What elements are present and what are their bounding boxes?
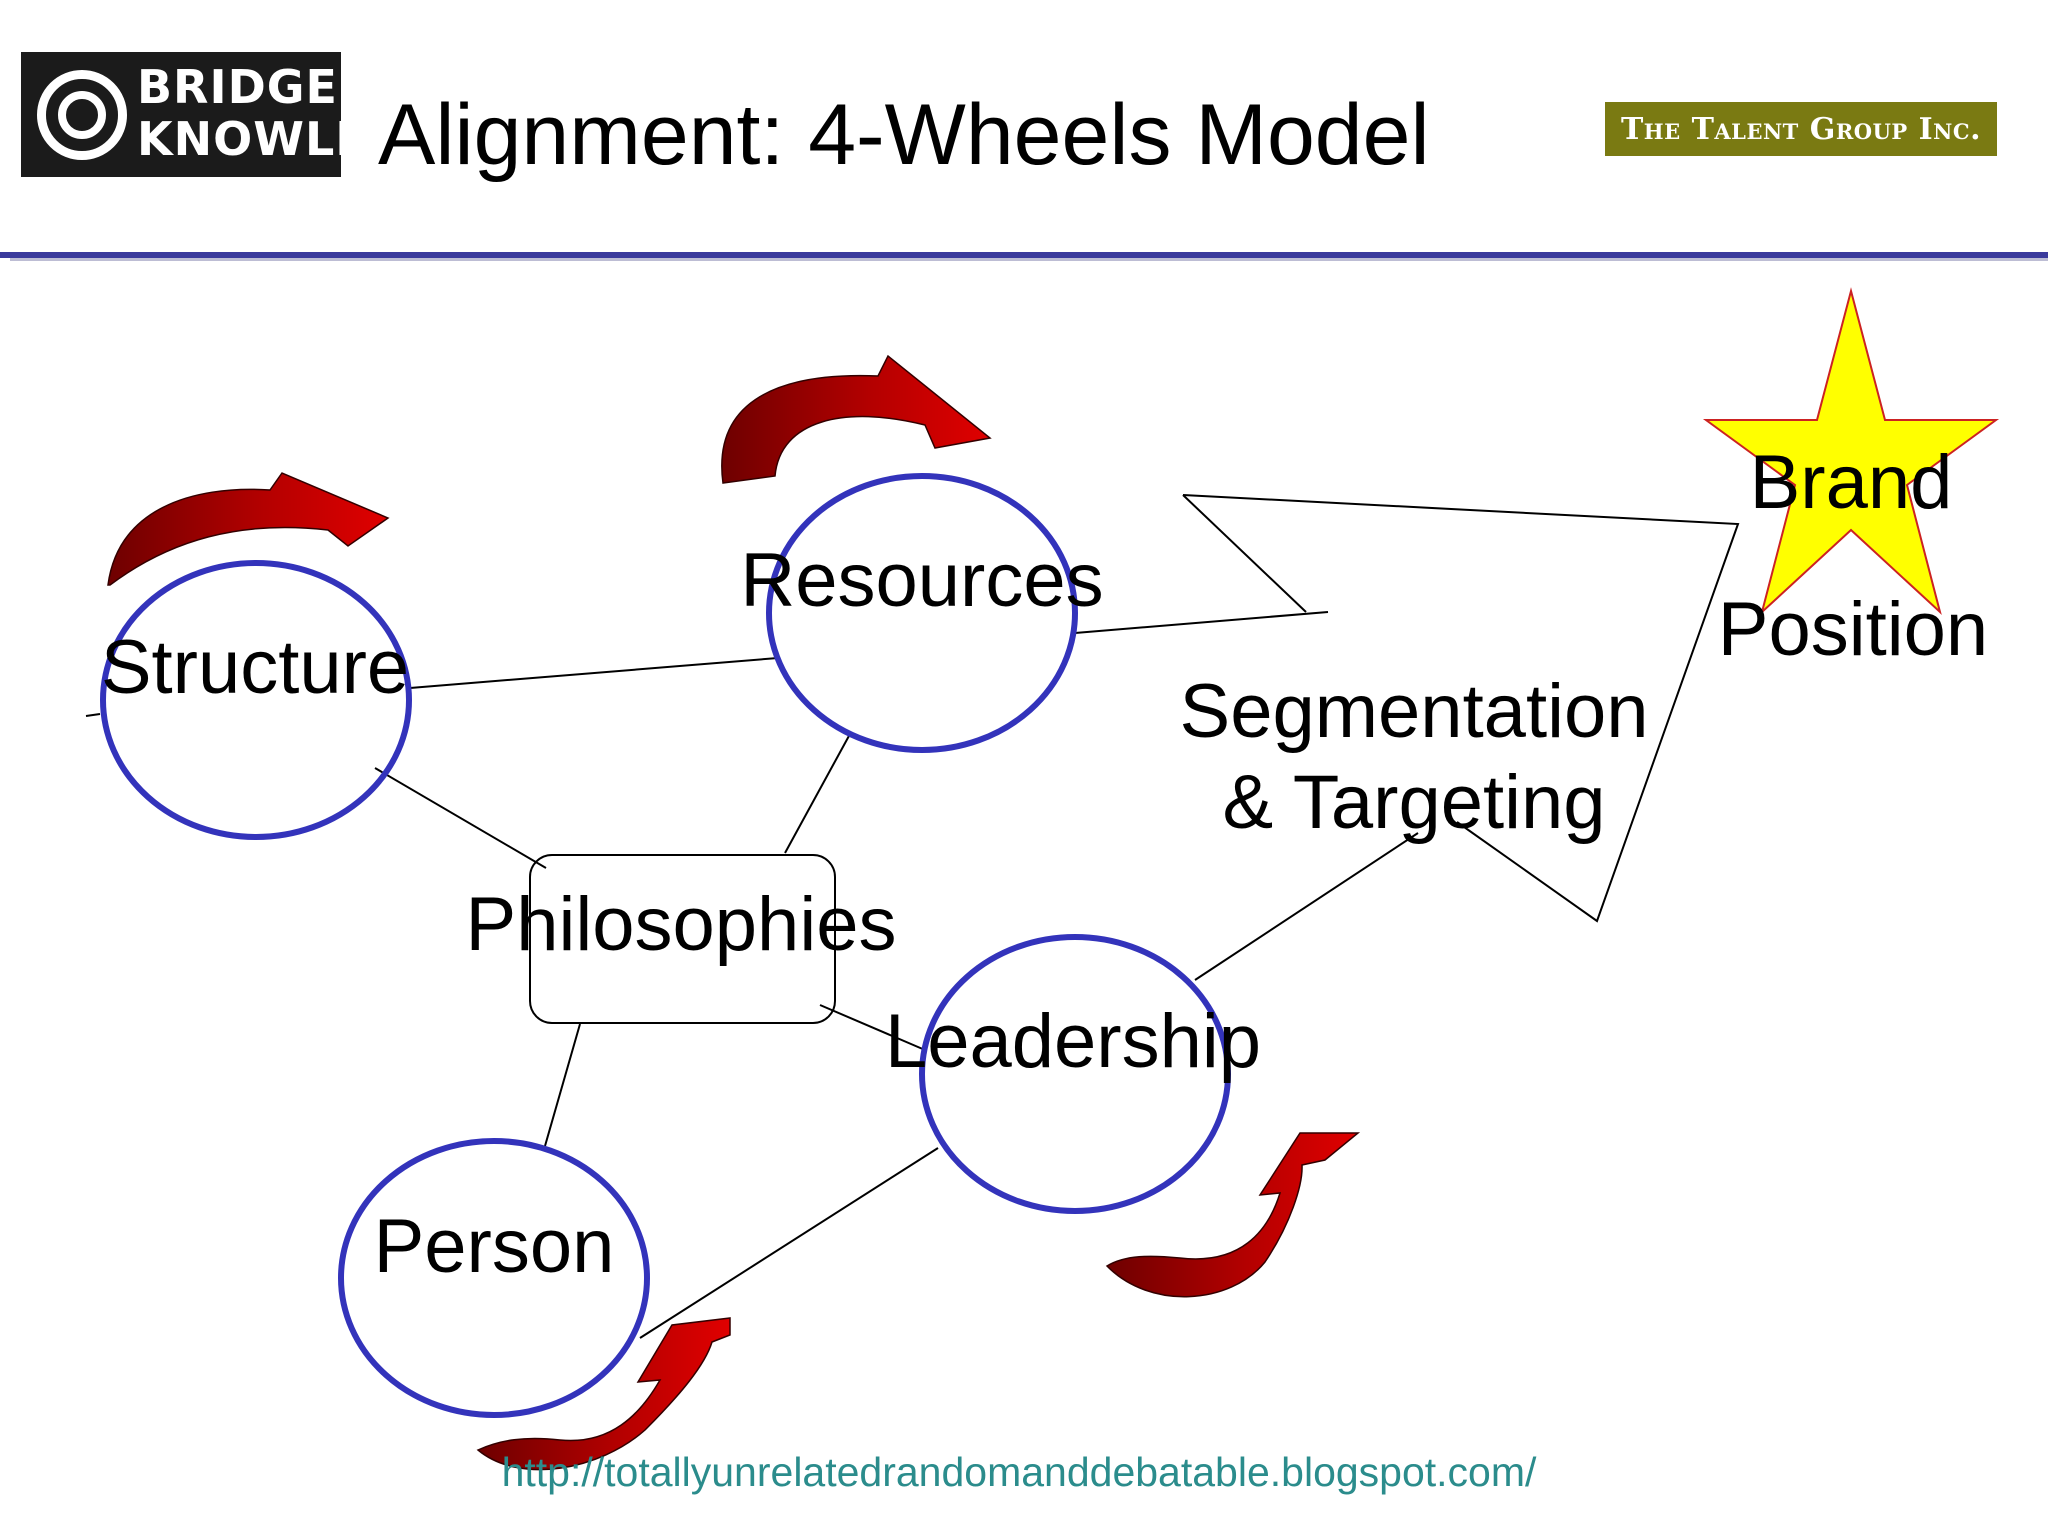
wheels — [100, 473, 1231, 1418]
connector-resources-segmentation — [1074, 611, 1329, 634]
wheel-person — [338, 1138, 650, 1418]
label-person: Person — [373, 1204, 615, 1289]
rotation-arrow-person — [476, 1317, 731, 1471]
brand-chevron — [1182, 494, 1740, 923]
logo-ring-icon — [37, 70, 127, 160]
label-structure: Structure — [100, 625, 410, 710]
brand-chevron-upper-notch — [1182, 494, 1307, 613]
brand-star — [1702, 287, 2000, 616]
bridge-knowledge-logo: BRIDGE KNOWLE — [21, 52, 367, 177]
wheel-resources — [766, 473, 1078, 753]
label-segmentation: Segmentation — [1179, 669, 1649, 754]
label-resources: Resources — [740, 538, 1104, 623]
rotation-arrow-structure — [107, 472, 390, 586]
talent-group-logo: The Talent Group Inc. — [1605, 102, 1997, 156]
rotation-arrow-leadership — [1105, 1132, 1361, 1298]
connector-structure-philosophies — [374, 767, 547, 869]
connector-resources-philosophies — [784, 733, 851, 854]
label-targeting: & Targeting — [1222, 760, 1606, 845]
label-brand: Brand — [1749, 440, 1953, 525]
talent-group-logo-text: The Talent Group Inc. — [1620, 111, 1982, 147]
slide-title: Alignment: 4-Wheels Model — [378, 87, 1430, 183]
connector-philosophies-person — [544, 1023, 581, 1147]
logo-left-line1: BRIDGE — [137, 60, 338, 114]
rotation-arrow-resources — [721, 354, 992, 484]
label-philosophies: Philosophies — [465, 882, 897, 967]
connector-lines — [85, 611, 1419, 1339]
label-leadership: Leadership — [884, 999, 1262, 1084]
wheel-structure — [100, 560, 412, 840]
connector-stub-left — [85, 713, 101, 717]
header-divider — [0, 252, 2048, 258]
connector-leadership-person — [639, 1147, 939, 1339]
connector-structure-resources — [409, 657, 779, 689]
header-divider-shadow — [10, 258, 2048, 261]
connector-leadership-segmentation — [1194, 832, 1419, 981]
logo-left-line2: KNOWLE — [137, 112, 368, 166]
philosophies-hub-box — [529, 854, 836, 1024]
wheel-leadership — [919, 934, 1231, 1214]
footer-url[interactable]: http://totallyunrelatedrandomanddebatabl… — [501, 1449, 1537, 1495]
label-position: Position — [1717, 587, 1989, 672]
connector-philosophies-leadership — [819, 1004, 926, 1051]
